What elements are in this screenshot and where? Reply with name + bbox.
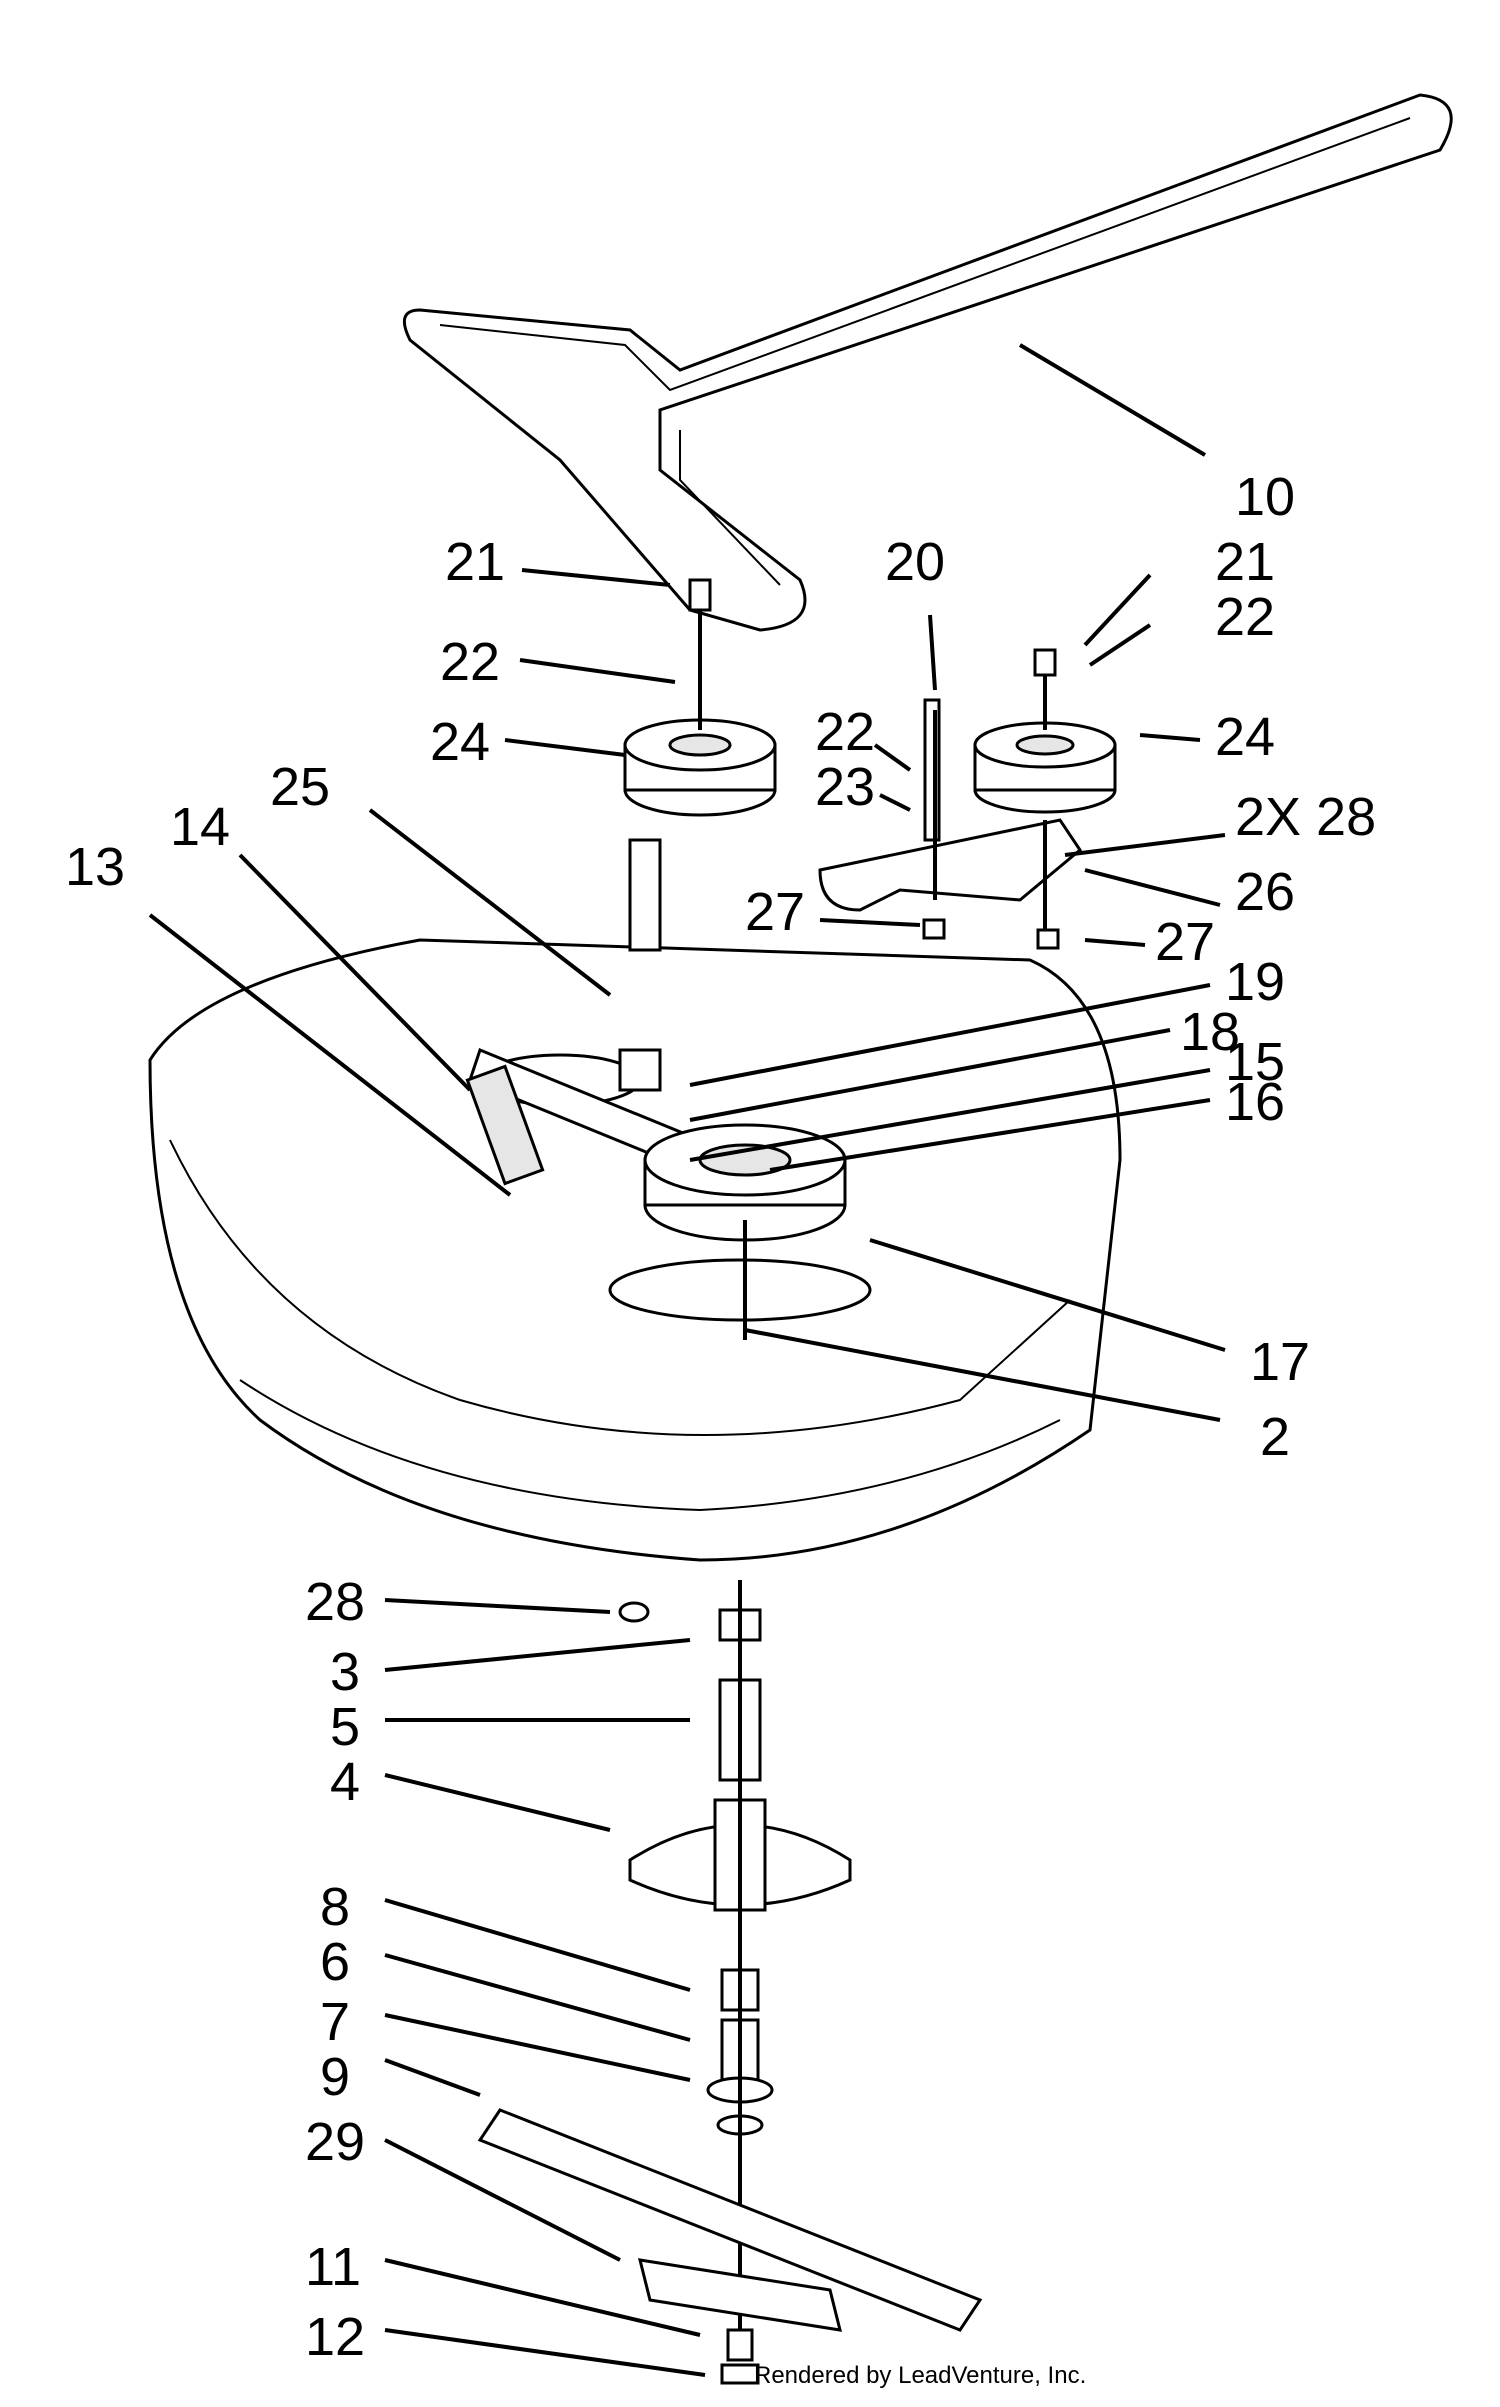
callout-17: 17 (1250, 1332, 1311, 1392)
tension-arm-spring (465, 838, 702, 1186)
callout-27-left: 27 (745, 882, 806, 942)
callout-28: 28 (305, 1572, 366, 1632)
callout-21-right: 21 (1215, 532, 1276, 592)
callout-24-left: 24 (430, 712, 491, 772)
callout-4: 4 (330, 1752, 361, 1812)
callout-29: 29 (305, 2112, 366, 2172)
callout-15: 15 (1225, 1032, 1286, 1092)
callout-22-right: 22 (1215, 587, 1276, 647)
callout-9: 9 (320, 2047, 351, 2107)
spindle-assembly (628, 1580, 852, 2360)
callout-16: 16 (1225, 1072, 1286, 1132)
idler-pulley-left (623, 578, 777, 817)
blade-bolt (720, 2328, 760, 2385)
render-credit: Rendered by LeadVenture, Inc. (754, 2362, 1087, 2389)
callout-2: 2 (1260, 1407, 1291, 1467)
callout-25: 25 (270, 757, 331, 817)
callout-27-right: 27 (1155, 912, 1216, 972)
callout-5: 5 (330, 1697, 361, 1757)
leader-lines (148, 343, 1226, 2377)
callout-7: 7 (320, 1992, 351, 2052)
callout-13: 13 (65, 837, 126, 897)
callout-12: 12 (305, 2307, 366, 2367)
callout-26: 26 (1235, 862, 1296, 922)
hardware (618, 918, 1060, 1623)
callout-8: 8 (320, 1877, 351, 1937)
callout-24-right: 24 (1215, 707, 1276, 767)
callout-11: 11 (305, 2237, 362, 2297)
callout-20: 20 (885, 532, 946, 592)
mower-blade (477, 2108, 983, 2332)
callout-23: 23 (815, 757, 876, 817)
idler-pulley-right (973, 648, 1117, 814)
callout-6: 6 (320, 1932, 351, 1992)
mower-deck (148, 938, 1122, 1562)
callout-22-middle: 22 (815, 702, 876, 762)
callout-10: 10 (1235, 467, 1296, 527)
callout-21-left: 21 (445, 532, 506, 592)
callout-22-left: 22 (440, 632, 501, 692)
drive-belt (402, 93, 1453, 632)
callout-18: 18 (1180, 1002, 1241, 1062)
callout-14: 14 (170, 797, 231, 857)
callout-3: 3 (330, 1642, 361, 1702)
callout-2x-28: 2X 28 (1235, 787, 1377, 847)
idler-bracket (818, 698, 1082, 930)
callout-19: 19 (1225, 952, 1286, 1012)
